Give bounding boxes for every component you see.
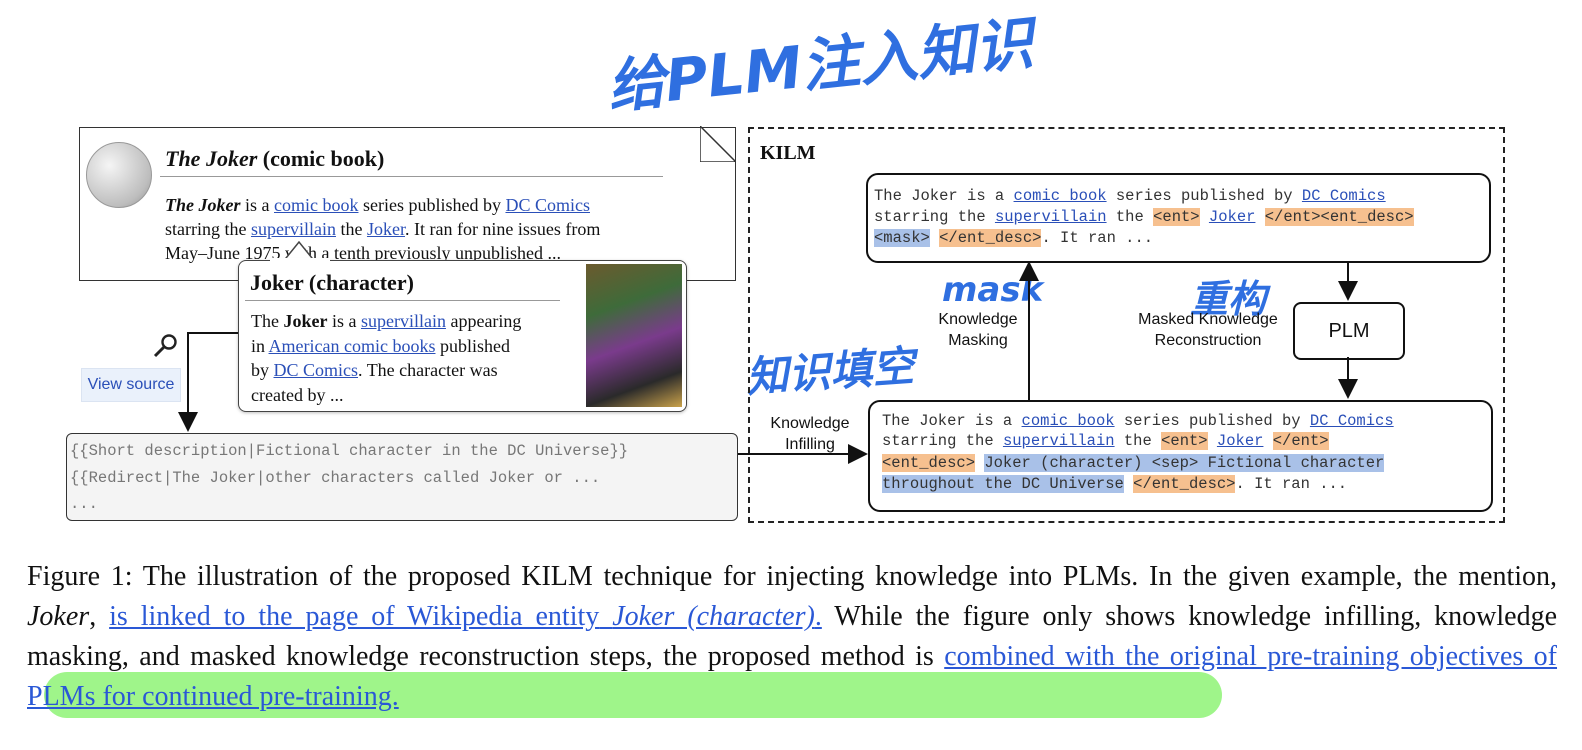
view-source-button[interactable]: View source [81,368,181,402]
masked-text-line-3: <mask> </ent_desc>. It ran ... [874,229,1154,247]
wiki-title-rule [160,176,663,177]
source-line-1: {{Short description|Fictional character … [70,442,629,460]
wiki-page-title: The Joker (comic book) [165,146,385,171]
infilled-text-line-2: starring the supervillain the <ent> Joke… [882,432,1329,450]
joker-character-image [586,264,682,407]
kilm-label: KILM [760,142,816,164]
link-joker[interactable]: Joker [366,219,405,239]
wikipedia-logo-icon [86,142,152,208]
masked-text-line-2: starring the supervillain the <ent> Joke… [874,208,1414,226]
source-line-3: ... [70,495,98,513]
popup-body: The Joker is a supervillain appearing in… [251,311,522,405]
infilled-text-line-4: throughout the DC Universe </ent_desc>. … [882,475,1348,493]
popup-title: Joker (character) [250,270,414,295]
link-supervillain[interactable]: supervillain [250,219,336,239]
infilled-text-line-3: <ent_desc> Joker (character) <sep> Ficti… [882,454,1385,472]
popup-title-rule [245,300,560,301]
caption-underline-1: is linked to the page of Wikipedia entit… [109,601,822,632]
popup-tail-joint [270,258,330,262]
caption-underline-2: combined with the original pre-training … [27,641,1558,712]
wikipedia-page-card [79,127,736,281]
magnifier-icon [152,333,180,364]
link-american-comic-books[interactable]: American comic books [268,335,436,356]
link-comic-book[interactable]: comic book [274,195,359,215]
source-line-2: {{Redirect|The Joker|other characters ca… [70,469,601,487]
wiki-source-code-box [66,433,738,521]
popup-pointer [282,241,316,263]
kilm-region [748,127,1505,523]
figure-caption: Figure 1: The illustration of the propos… [27,561,1558,712]
plm-box: PLM [1293,302,1405,360]
masked-text-line-1: The Joker is a comic book series publish… [874,187,1386,205]
caption-highlight [44,672,1222,718]
link-supervillain-popup[interactable]: supervillain [360,311,446,331]
wiki-page-body: The Joker is a comic book series publish… [165,195,601,263]
link-dc-comics[interactable]: DC Comics [505,195,590,215]
infilled-text-line-1: The Joker is a comic book series publish… [882,412,1394,430]
page-fold-icon [700,126,736,162]
handwritten-reconstruct-note: 重构 [1190,277,1267,321]
link-dc-comics-popup[interactable]: DC Comics [273,360,359,380]
